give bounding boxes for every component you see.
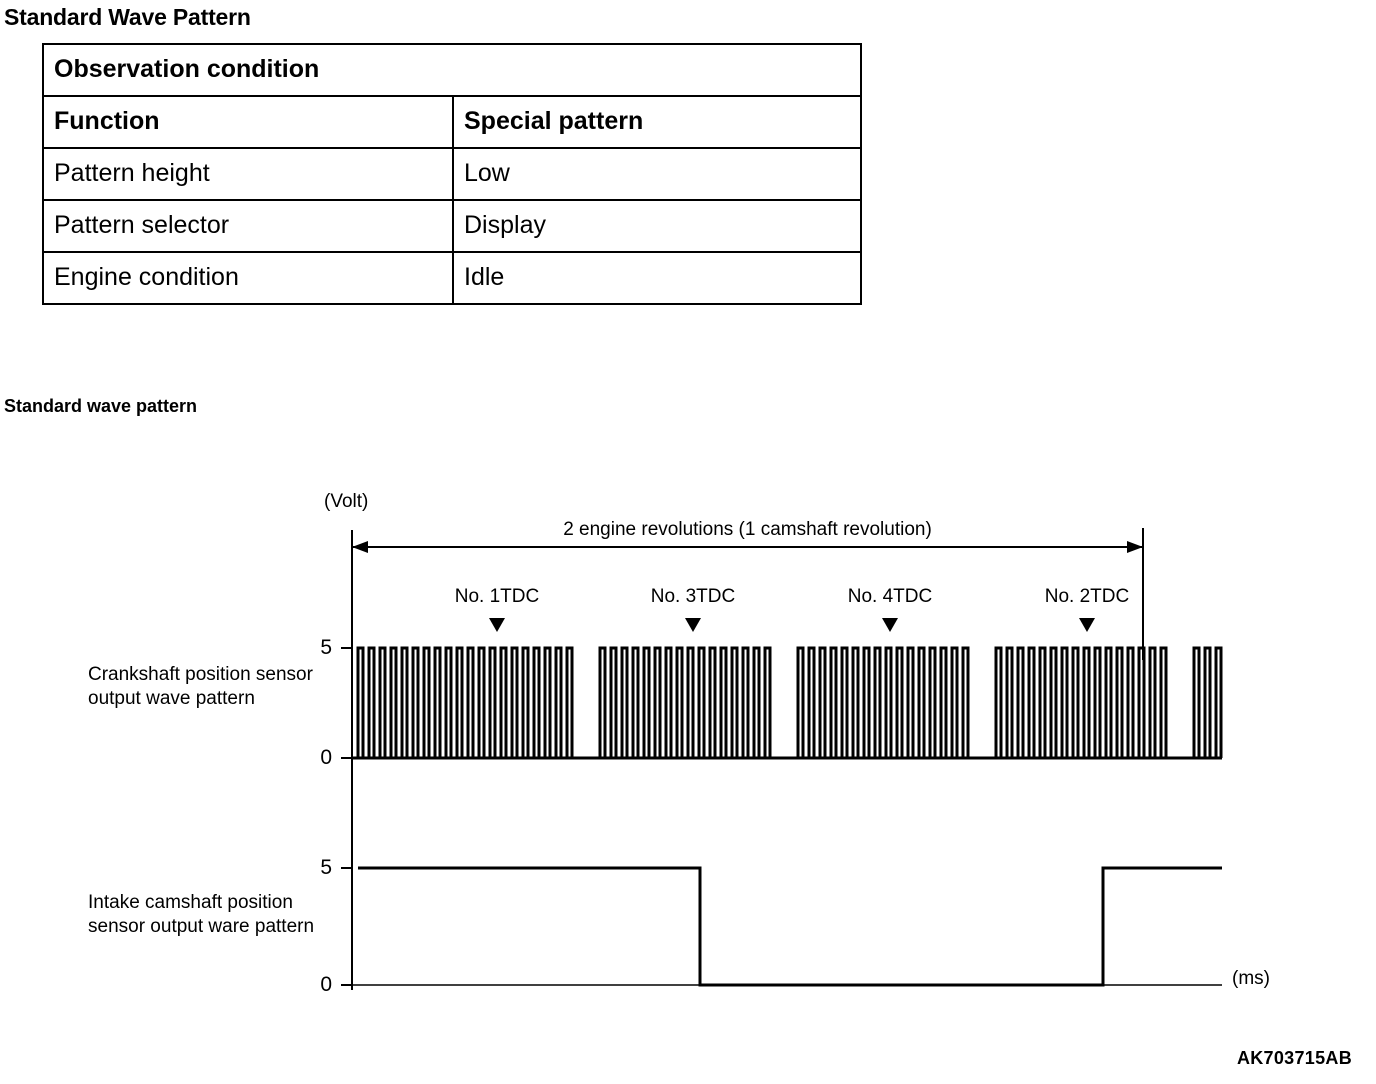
tdc-label-2: No. 2TDC [1044, 586, 1130, 607]
table-cell-value: Low [451, 147, 863, 201]
table-cell-function: Engine condition [42, 251, 454, 305]
page-title: Standard Wave Pattern [4, 4, 251, 30]
table-row-caption: Observation condition [41, 43, 863, 97]
revolution-span-label: 2 engine revolutions (1 camshaft revolut… [563, 519, 932, 540]
sub-heading: Standard wave pattern [4, 396, 198, 416]
table-header-value: Special pattern [451, 95, 863, 149]
table-cell-function: Pattern height [42, 147, 454, 201]
y-tick-label-crank-0: 0 [320, 746, 332, 769]
x-axis-unit-label: (ms) [1232, 968, 1270, 989]
tdc-label-3: No. 3TDC [650, 586, 736, 607]
table-row: Pattern height Low [42, 147, 863, 201]
tdc-marker-2 [1079, 618, 1095, 632]
series-label-crankshaft: Crankshaft position sensor output wave p… [88, 664, 313, 710]
table-header-function: Function [42, 95, 454, 149]
tdc-marker-4 [882, 618, 898, 632]
y-axis-unit-label: (Volt) [324, 491, 369, 512]
observation-condition-table: Observation condition Function Special p… [41, 43, 863, 305]
table-row-header: Function Special pattern [42, 95, 863, 149]
y-tick-label-cam-5: 5 [320, 856, 332, 879]
y-tick-label-cam-0: 0 [320, 973, 332, 996]
series-label-camshaft: Intake camshaft position sensor output w… [88, 892, 315, 938]
crankshaft-waveform [356, 646, 1223, 758]
tdc-label-4: No. 4TDC [847, 586, 933, 607]
table-row: Engine condition Idle [42, 251, 863, 305]
table-row: Pattern selector Display [42, 199, 863, 253]
camshaft-waveform [358, 866, 1222, 987]
document-code: AK703715AB [1236, 1048, 1352, 1068]
y-tick-label-crank-5: 5 [320, 636, 332, 659]
table-cell-function: Pattern selector [42, 199, 454, 253]
table-caption-cell: Observation condition [41, 43, 863, 97]
table-cell-value: Idle [451, 251, 863, 305]
tdc-marker-3 [685, 618, 701, 632]
tdc-marker-1 [489, 618, 505, 632]
table-cell-value: Display [451, 199, 863, 253]
tdc-label-1: No. 1TDC [454, 586, 540, 607]
